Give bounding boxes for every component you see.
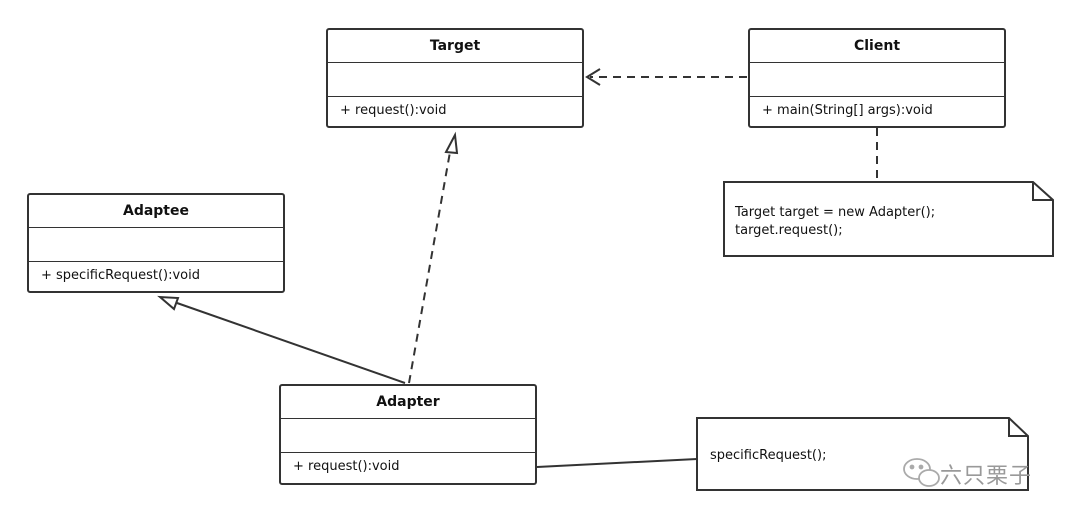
class-attributes (328, 63, 582, 97)
realization-line (408, 151, 451, 384)
wechat-icon (903, 458, 940, 487)
class-operation: + request():void (340, 103, 447, 118)
class-name: Client (750, 30, 1004, 63)
class-attributes (29, 228, 283, 262)
adapter-note-fold (1008, 418, 1028, 437)
adapter-note: specificRequest(); (710, 447, 826, 465)
client-note-fold (1032, 182, 1053, 201)
adapter-note-shape (696, 417, 1029, 491)
adapter-note-link (536, 458, 698, 468)
class-operation: + specificRequest():void (41, 268, 200, 283)
client-note-shape (723, 181, 1054, 257)
generalization-line (176, 302, 406, 384)
class-name: Adapter (281, 386, 535, 419)
class-adaptee: Adaptee + specificRequest():void (27, 193, 285, 293)
note-line: Target target = new Adapter(); (735, 205, 936, 220)
class-client: Client + main(String[] args):void (748, 28, 1006, 128)
note-line: specificRequest(); (710, 448, 827, 463)
class-name: Adaptee (29, 195, 283, 228)
realization-arrowhead (444, 131, 459, 155)
generalization-arrowhead (157, 295, 180, 311)
class-attributes (750, 63, 1004, 97)
class-attributes (281, 419, 535, 453)
class-adapter: Adapter + request():void (279, 384, 537, 485)
watermark-text: 六只栗子 (940, 464, 1033, 489)
dependency-arrowhead (585, 68, 601, 86)
class-operation: + main(String[] args):void (762, 103, 933, 118)
client-note: Target target = new Adapter(); target.re… (735, 204, 935, 240)
note-line: target.request(); (735, 223, 843, 238)
class-name: Target (328, 30, 582, 63)
class-operation: + request():void (293, 459, 400, 474)
class-target: Target + request():void (326, 28, 584, 128)
